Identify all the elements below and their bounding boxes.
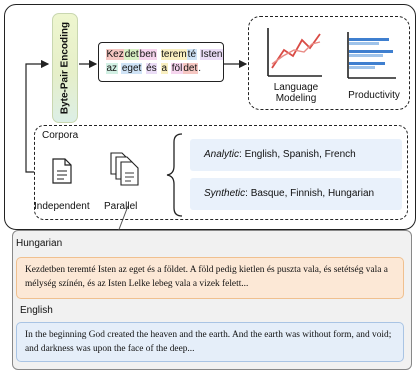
token: Kez [106,49,125,60]
synthetic-langs: : Basque, Finnish, Hungarian [245,188,375,199]
corpora-box [34,125,408,220]
hungarian-title: Hungarian [16,238,63,249]
productivity-chart-icon [347,32,396,79]
evaluation-box [248,16,410,110]
analytic-prefix: Analytic [204,149,240,160]
token: föl [171,63,183,74]
english-title: English [20,305,53,316]
hungarian-text: Kezdetben teremté Isten az eget és a föl… [16,257,404,299]
english-text: In the beginning God created the heaven … [16,322,404,362]
bpe-box: Byte-Pair Encoding [52,13,78,123]
token: és [145,63,158,74]
lm-line-2: Modeling [275,93,317,104]
token: ben [139,49,157,60]
curly-brace [166,133,183,217]
token: det [182,63,198,74]
token: . [198,63,202,74]
productivity-label: Productivity [348,90,400,101]
token: det [124,49,140,60]
token: Isten [200,49,223,60]
document-icon [52,158,72,184]
corpora-title: Corpora [42,130,79,141]
token: eget [121,63,142,74]
language-modeling-label: Language Modeling [268,82,324,104]
pipeline-frame [4,4,416,230]
synthetic-languages-tag: Synthetic: Basque, Finnish, Hungarian [190,178,402,210]
token: té [187,49,197,60]
language-modeling-chart-icon [267,28,322,77]
synthetic-prefix: Synthetic [204,188,246,199]
token: terem [160,49,188,60]
token: a [160,63,168,74]
parallel-label: Parallel [104,201,138,212]
lm-line-1: Language [273,82,319,93]
bpe-label: Byte-Pair Encoding [59,21,71,115]
independent-label: Independent [34,201,90,212]
parallel-documents-icon [110,152,139,186]
analytic-languages-tag: Analytic: English, Spanish, French [190,139,402,171]
analytic-langs: : English, Spanish, French [239,149,356,160]
token: az [106,63,118,74]
